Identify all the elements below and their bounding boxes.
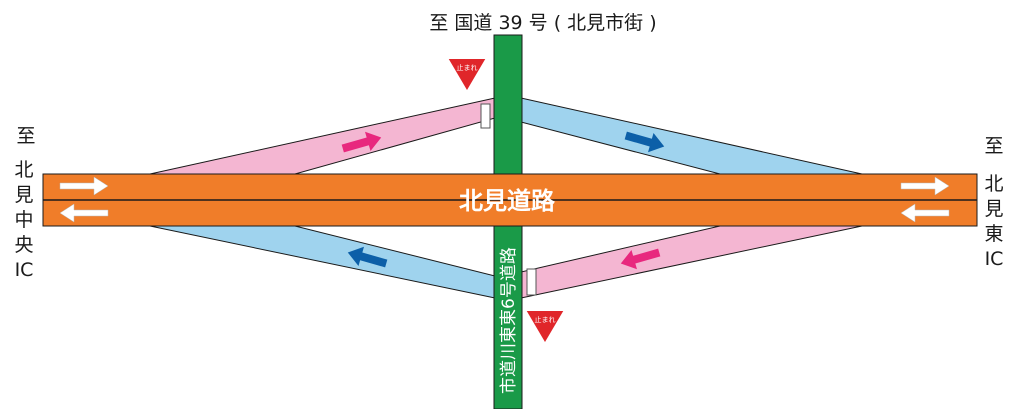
stop-line-south: [526, 268, 537, 296]
vertical-road-name: 市道川東東6号道路: [499, 247, 519, 394]
arrow-icon: [341, 131, 382, 153]
svg-text:見: 見: [14, 184, 33, 206]
arrow-icon: [624, 131, 665, 153]
svg-text:IC: IC: [985, 248, 1004, 270]
svg-text:見: 見: [984, 198, 1003, 220]
arrow-icon: [347, 246, 388, 268]
svg-text:東: 東: [984, 223, 1003, 245]
svg-text:中: 中: [14, 209, 33, 231]
ramp-northeast: [520, 97, 863, 175]
arrow-icon: [59, 203, 109, 223]
left-destination: 北 見 中 央 IC: [14, 159, 33, 281]
top-destination-label: 至 国道 39 号 ( 北見市街 ): [429, 12, 656, 34]
arrow-icon: [900, 176, 950, 196]
right-to-label: 至: [984, 135, 1003, 157]
ramp-southwest: [149, 225, 496, 299]
stop-line-north: [480, 103, 491, 129]
highway-name: 北見道路: [459, 187, 556, 215]
stop-sign-icon: 止まれ: [524, 309, 566, 345]
stop-sign-icon: 止まれ: [446, 57, 488, 93]
right-destination: 北 見 東 IC: [984, 173, 1003, 270]
ramp-southeast: [520, 225, 863, 299]
ramp-northwest: [149, 97, 496, 175]
stop-sign-label: 止まれ: [457, 63, 478, 72]
stop-sign-label: 止まれ: [535, 315, 556, 324]
svg-text:北: 北: [14, 159, 33, 181]
arrow-icon: [59, 176, 109, 196]
svg-text:央: 央: [14, 234, 33, 256]
left-to-label: 至: [16, 125, 35, 147]
svg-text:IC: IC: [15, 259, 34, 281]
arrow-icon: [620, 248, 661, 270]
arrow-icon: [900, 203, 950, 223]
svg-text:北: 北: [984, 173, 1003, 195]
